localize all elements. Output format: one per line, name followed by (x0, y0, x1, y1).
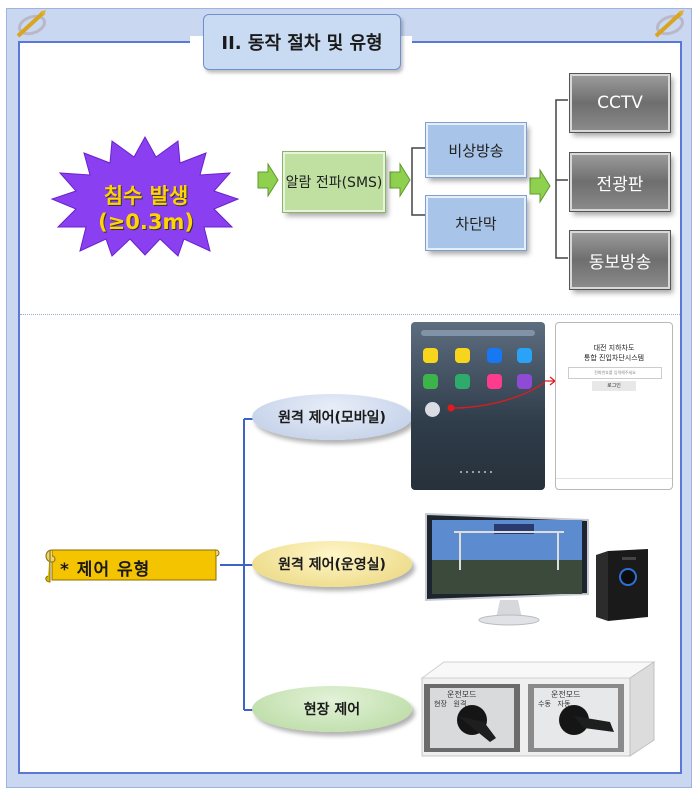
panel-right-mode-options: 수동 자동 (538, 700, 571, 708)
corner-emblem-left-icon (16, 10, 47, 38)
app-green-icon (423, 374, 438, 389)
app-kakaotalk-icon (423, 348, 438, 363)
pc-tower-icon (596, 549, 648, 621)
operation-room-monitor-icon (425, 512, 589, 626)
action-box-broadcast: 비상방송 (425, 122, 527, 178)
app-twitch-icon (517, 374, 532, 389)
corner-emblem-right-icon (654, 10, 685, 38)
onsite-control-panel (420, 661, 656, 757)
app-t-icon (487, 374, 502, 389)
panel-right-mode-label: 운전모드 (551, 690, 581, 699)
section-title: II. 동작 절차 및 유형 (203, 14, 401, 70)
app-settings-icon (425, 402, 440, 417)
panel-left-mode-options: 현장 원격 (434, 700, 467, 708)
trigger-starburst (50, 135, 240, 257)
app-messenger-icon (517, 348, 532, 363)
action-box-barrier: 차단막 (425, 195, 527, 251)
control-type-heading: * 제어 유형 (60, 560, 151, 580)
alert-box: 알람 전파(SMS) (282, 151, 386, 213)
app-title-line2: 통합 진입차단시스템 (583, 354, 645, 362)
control-operation-room: 원격 제어(운영실) (252, 541, 412, 587)
app-chat-icon (455, 374, 470, 389)
app-pointer-arrow-icon (447, 381, 545, 473)
phone-home-screen (411, 322, 545, 490)
control-type-scroll (45, 549, 220, 583)
phone-search-bar (421, 330, 535, 336)
app-kakao-icon (455, 348, 470, 363)
section-divider (20, 314, 680, 315)
app-facebook-icon (487, 348, 502, 363)
control-onsite: 현장 제어 (252, 686, 412, 732)
output-box-public-broadcast: 동보방송 (569, 230, 671, 290)
panel-left-mode-label: 운전모드 (447, 690, 477, 699)
phone-app-screen: 대전 지하차도 통합 진입차단시스템 전화번호를 입력해주세요 로그인 (555, 322, 673, 490)
trigger-label: 침수 발생(≥0.3m) (98, 184, 194, 234)
output-box-cctv: CCTV (569, 73, 671, 133)
app-title: 대전 지하차도 통합 진입차단시스템 (556, 343, 672, 363)
app-nav-bar (556, 478, 672, 489)
control-mobile: 원격 제어(모바일) (252, 394, 412, 440)
app-phone-input: 전화번호를 입력해주세요 (568, 367, 662, 379)
app-title-line1: 대전 지하차도 (593, 344, 635, 352)
output-box-sign: 전광판 (569, 152, 671, 212)
app-login-button: 로그인 (592, 381, 636, 391)
